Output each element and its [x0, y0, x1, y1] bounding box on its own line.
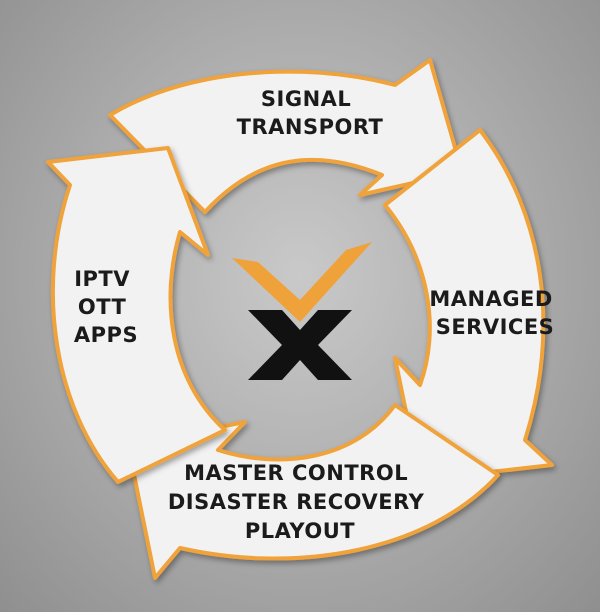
- label-line: APPS: [74, 323, 138, 347]
- label-line: OTT: [78, 295, 127, 319]
- arrow-signal-transport: [108, 58, 464, 214]
- label-line: MASTER CONTROL: [184, 461, 408, 485]
- label-line: SIGNAL: [261, 87, 351, 111]
- logo-chevron-orange: [232, 242, 372, 322]
- label-line: SERVICES: [436, 315, 555, 339]
- label-managed-services: MANAGED SERVICES: [429, 287, 560, 339]
- arrow-master-control: [126, 403, 500, 580]
- label-master-control: MASTER CONTROL DISASTER RECOVERY PLAYOUT: [168, 461, 432, 543]
- label-iptv-ott-apps: IPTV OTT APPS: [74, 267, 138, 347]
- label-line: TRANSPORT: [237, 115, 384, 139]
- arrow-managed-services: [383, 128, 554, 482]
- label-line: PLAYOUT: [245, 519, 355, 543]
- logo-x-black: [248, 310, 352, 380]
- label-line: MANAGED: [429, 287, 553, 311]
- label-line: DISASTER RECOVERY: [168, 490, 425, 514]
- label-signal-transport: SIGNAL TRANSPORT: [237, 87, 384, 139]
- label-line: IPTV: [74, 267, 130, 291]
- arrow-iptv-ott-apps: [46, 146, 227, 484]
- logo-mark: [232, 242, 372, 380]
